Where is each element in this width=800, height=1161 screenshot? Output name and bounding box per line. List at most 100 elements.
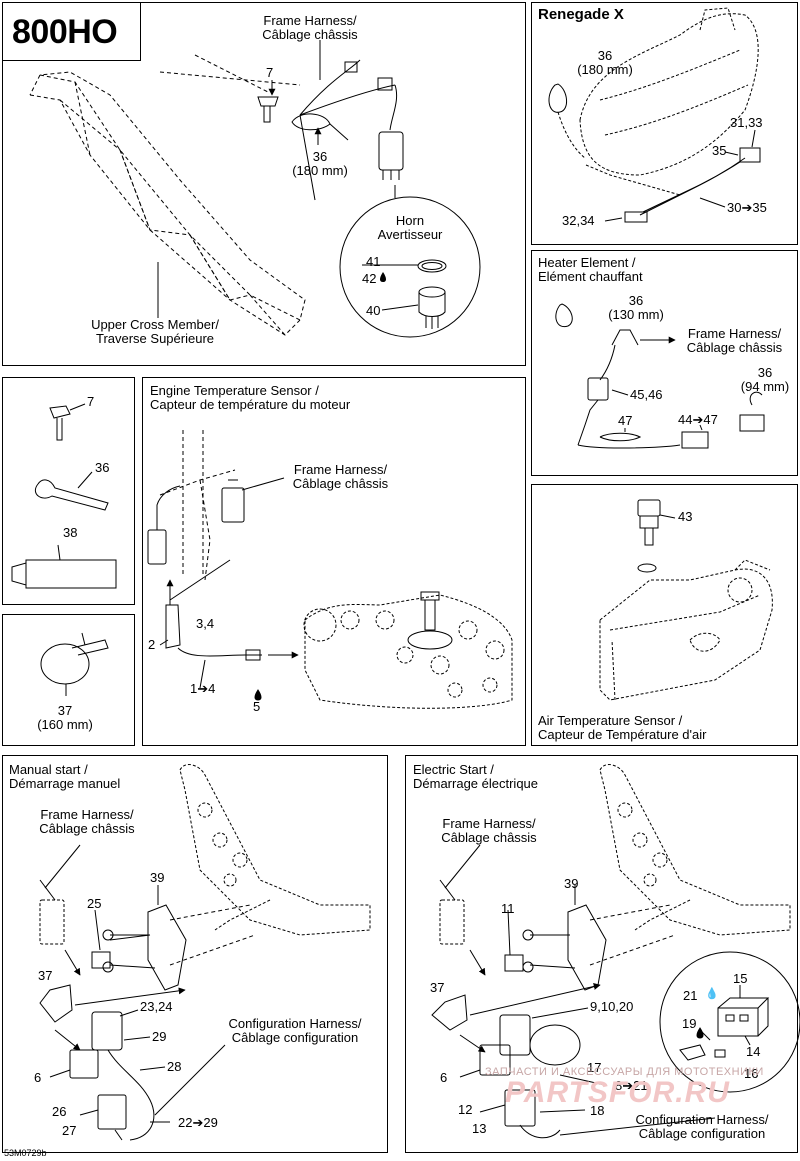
engine-leader-14: [199, 659, 206, 689]
horn-callout-circle: [339, 196, 481, 338]
screw-7-drawing: [257, 96, 279, 123]
callout-41: 41: [366, 254, 381, 269]
electric-dashed-1: [589, 904, 671, 921]
clamp-callout-37: 37 (160 mm): [25, 704, 105, 732]
drop-icon-5: [254, 689, 262, 701]
title-badge-border: [2, 2, 141, 61]
panel-clamp-border: [2, 614, 135, 746]
renegade-wire-drawing: [585, 147, 761, 223]
electric-config-harness-en: Configuration Harness/: [635, 1112, 769, 1127]
dashed-link-frame: [194, 54, 269, 93]
panel-parts-border: [2, 377, 135, 605]
renegade-callout-3035: 30➔35: [727, 200, 767, 215]
engine-title-fr: Capteur de température du moteur: [150, 397, 351, 412]
electric-callout-14: 14: [746, 1044, 761, 1059]
heater-title-fr: Elément chauffant: [538, 269, 643, 284]
engine-callout-14: 1➔4: [190, 681, 216, 696]
electric-leader-14: [744, 1035, 751, 1046]
electric-config-harness-fr: Câblage configuration: [638, 1126, 766, 1141]
upper-cross-member-fr: Traverse Supérieure: [95, 331, 214, 346]
manual-callout-6: 6: [34, 1070, 42, 1085]
watermark-tagline: ЗАПЧАСТИ И АКСЕССУАРЫ ДЛЯ МОТОТЕХНИКИ: [485, 1066, 764, 1078]
electric-callout-21: 21: [683, 988, 698, 1003]
electric-arrow-1: [469, 949, 486, 976]
parts-callout-7: 7: [87, 394, 95, 409]
heater-drawing: [555, 303, 765, 449]
renegade-title: Renegade X: [538, 6, 624, 23]
renegade-strap-drawing: [548, 83, 586, 159]
leader-4447: [699, 424, 703, 431]
manual-bracket-drawing: [179, 764, 371, 936]
electric-callout-17: 17: [587, 1060, 602, 1075]
drop-icon-42: [380, 272, 386, 282]
manual-callout-27: 27: [62, 1123, 77, 1138]
grease-tube-38-drawing: [11, 544, 117, 589]
engine-arrow-down: [169, 559, 231, 601]
engine-leader-2: [159, 639, 169, 646]
engine-title-en: Engine Temperature Sensor /: [150, 383, 319, 398]
manual-callout-2324: 23,24: [140, 999, 173, 1014]
electric-arrow-2: [469, 983, 601, 1016]
title-badge: 800HO: [12, 13, 118, 51]
heater-callout-4447: 44➔47: [678, 412, 718, 427]
electric-callout-12: 12: [458, 1102, 473, 1117]
manual-callout-25: 25: [87, 896, 102, 911]
manual-callout-28: 28: [167, 1059, 182, 1074]
electric-callout-13: 13: [472, 1121, 487, 1136]
air-title: Air Temperature Sensor / Capteur de Temp…: [538, 714, 706, 742]
manual-title-fr: Démarrage manuel: [9, 776, 121, 791]
manual-callout-2229: 22➔29: [178, 1115, 218, 1130]
manual-frame-harness-en: Frame Harness/: [40, 807, 134, 822]
manual-leader-29: [123, 1036, 151, 1041]
manual-arrow-3: [74, 987, 186, 1006]
panel-frame-border: [2, 2, 526, 366]
electric-dashed-2: [589, 934, 676, 966]
heater-callout-36b-num: 36: [757, 365, 773, 380]
horn-label-fr: Avertisseur: [377, 227, 443, 242]
panel-electric-border: [405, 755, 798, 1153]
frame-harness-drawing: [291, 59, 404, 201]
parts-callout-38: 38: [63, 525, 78, 540]
electric-callout-circle: [659, 951, 800, 1093]
electric-callout-37: 37: [430, 980, 445, 995]
electric-frame-harness-fr: Câblage châssis: [441, 830, 537, 845]
callout-36: 36 (180 mm): [280, 150, 360, 178]
panel-heater-border: [531, 250, 798, 476]
electric-title-fr: Démarrage électrique: [413, 776, 539, 791]
engine-sensor-harness-drawing: [147, 479, 262, 661]
manual-leader-2324: [119, 1009, 139, 1017]
manual-callout-39: 39: [150, 870, 165, 885]
horn-label-en: Horn: [395, 213, 425, 228]
electric-leader-11: [507, 909, 511, 956]
panel-engine-border: [142, 377, 526, 746]
manual-config-harness-fr: Câblage configuration: [231, 1030, 359, 1045]
heater-frame-harness-fr: Câblage châssis: [686, 340, 783, 355]
engine-frame-harness-en: Frame Harness/: [293, 462, 388, 477]
heater-title: Heater Element / Elément chauffant: [538, 256, 643, 284]
manual-arrow-4: [54, 1029, 81, 1051]
callout-36-size: (180 mm): [292, 163, 348, 178]
electric-callout-39: 39: [564, 876, 579, 891]
manual-title-en: Manual start /: [9, 762, 88, 777]
engine-block-drawing: [303, 594, 513, 709]
manual-frame-harness-fr: Câblage châssis: [39, 821, 135, 836]
electric-arrow-3: [459, 1034, 486, 1053]
watermark-logo: PARTSFOR.RU: [505, 1076, 730, 1109]
electric-leader-91020: [531, 1007, 589, 1019]
electric-leader-6: [459, 1069, 481, 1078]
electric-leader-config: [559, 1117, 716, 1136]
electric-leader-18: [539, 1109, 586, 1113]
manual-arrow-1: [109, 934, 151, 941]
renegade-callout-36: 36 (180 mm): [565, 49, 645, 77]
electric-callout-91020: 9,10,20: [590, 999, 634, 1014]
electric-drop-21: 💧: [705, 988, 719, 1000]
electric-callout-11: 11: [501, 901, 515, 916]
heater-callout-36b: 36 (94 mm): [740, 366, 790, 394]
heater-callout-36a-num: 36: [628, 293, 644, 308]
air-sensor-drawing: [637, 499, 661, 573]
manual-config-harness-en: Configuration Harness/: [228, 1016, 362, 1031]
renegade-callout-36-num: 36: [597, 48, 613, 63]
renegade-callout-36-size: (180 mm): [577, 62, 633, 77]
manual-leader-28: [139, 1066, 166, 1071]
electric-parts-drawing: [431, 879, 607, 1139]
